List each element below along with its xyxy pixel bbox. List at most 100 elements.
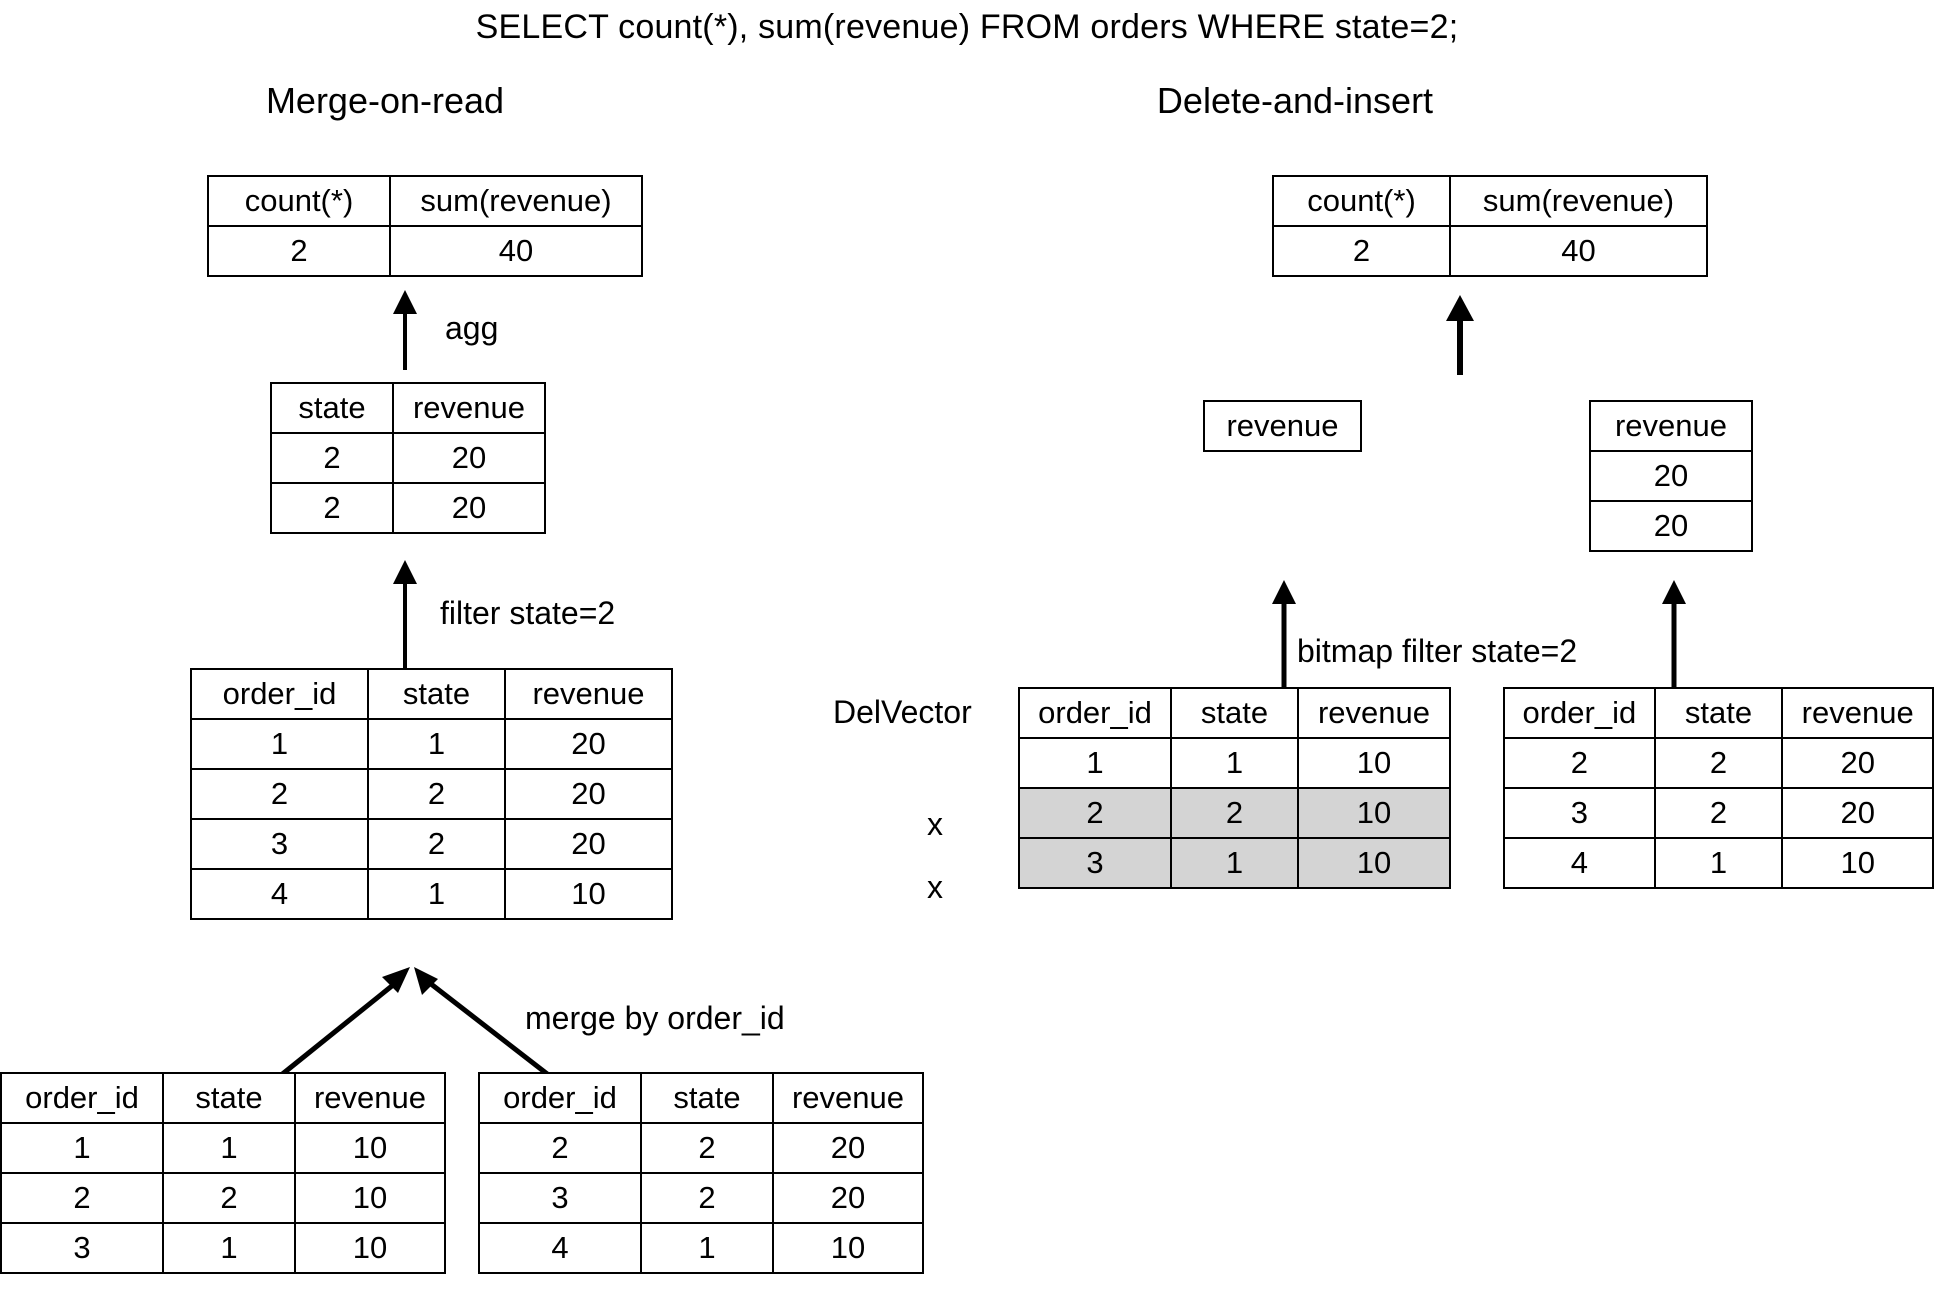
cell-state: 2 bbox=[367, 818, 506, 870]
table-row: 2 40 bbox=[1272, 225, 1708, 277]
cell-order-id: 2 bbox=[0, 1172, 164, 1224]
column-header-state: state bbox=[640, 1072, 774, 1124]
column-header-state: state bbox=[162, 1072, 296, 1124]
cell-order-id: 1 bbox=[1018, 737, 1172, 789]
table-row: 2 2 10 bbox=[0, 1172, 446, 1224]
column-header-order-id: order_id bbox=[1018, 687, 1172, 739]
cell-state: 2 bbox=[270, 432, 394, 484]
cell-state: 2 bbox=[1653, 787, 1784, 839]
cell-state: 1 bbox=[1170, 837, 1299, 889]
table-grid: order_id state revenue 2 2 20 3 2 20 4 1… bbox=[1503, 687, 1934, 889]
cell-sum-revenue-value: 40 bbox=[1449, 225, 1708, 277]
cell-order-id: 4 bbox=[478, 1222, 642, 1274]
table-header-row: count(*) sum(revenue) bbox=[1272, 175, 1708, 227]
table-row: 4 1 10 bbox=[478, 1222, 924, 1274]
table-row: 1 1 10 bbox=[0, 1122, 446, 1174]
cell-revenue: 20 bbox=[504, 718, 673, 770]
cell-state: 2 bbox=[1170, 787, 1299, 839]
cell-revenue: 10 bbox=[504, 868, 673, 920]
cell-state: 1 bbox=[1653, 837, 1784, 889]
cell-revenue: 20 bbox=[504, 768, 673, 820]
table-row: 2 2 20 bbox=[478, 1122, 924, 1174]
table-header-row: order_id state revenue bbox=[190, 668, 673, 720]
delvector-label: DelVector bbox=[833, 694, 972, 730]
cell-revenue: 20 bbox=[392, 482, 546, 534]
cell-order-id: 3 bbox=[190, 818, 369, 870]
column-header-state: state bbox=[367, 668, 506, 720]
left-base-table: order_id state revenue 1 1 10 2 2 10 3 1… bbox=[0, 1072, 446, 1274]
table-row: 2 2 20 bbox=[1503, 737, 1934, 789]
query-title: SELECT count(*), sum(revenue) FROM order… bbox=[475, 8, 1459, 46]
column-header-sum-revenue: sum(revenue) bbox=[1449, 175, 1708, 227]
table-row: 1 1 10 bbox=[1018, 737, 1451, 789]
right-insert-table: order_id state revenue 2 2 20 3 2 20 4 1… bbox=[1503, 687, 1934, 889]
right-result-table: count(*) sum(revenue) 2 40 bbox=[1272, 175, 1708, 277]
table-header-row: revenue bbox=[1589, 400, 1753, 452]
cell-state: 1 bbox=[162, 1222, 296, 1274]
table-grid: count(*) sum(revenue) 2 40 bbox=[207, 175, 643, 277]
table-row: 2 2 20 bbox=[190, 768, 673, 820]
table-grid: order_id state revenue 2 2 20 3 2 20 4 1… bbox=[478, 1072, 924, 1274]
agg-arrow bbox=[385, 290, 425, 370]
merge-label: merge by order_id bbox=[525, 1000, 785, 1036]
cell-revenue: 20 bbox=[1781, 737, 1934, 789]
table-grid: count(*) sum(revenue) 2 40 bbox=[1272, 175, 1708, 277]
cell-revenue: 10 bbox=[294, 1172, 446, 1224]
cell-sum-revenue-value: 40 bbox=[389, 225, 643, 277]
cell-revenue: 10 bbox=[294, 1122, 446, 1174]
cell-order-id: 2 bbox=[478, 1122, 642, 1174]
table-header-row: state revenue bbox=[270, 382, 546, 434]
cell-revenue: 10 bbox=[1297, 787, 1451, 839]
left-filtered-table: state revenue 2 20 2 20 bbox=[270, 382, 546, 534]
cell-state: 2 bbox=[640, 1122, 774, 1174]
column-header-order-id: order_id bbox=[478, 1072, 642, 1124]
delvector-mark-row3: x bbox=[927, 869, 943, 905]
cell-order-id: 3 bbox=[478, 1172, 642, 1224]
column-header-revenue: revenue bbox=[772, 1072, 924, 1124]
cell-revenue: 20 bbox=[1781, 787, 1934, 839]
table-row: 2 20 bbox=[270, 482, 546, 534]
cell-state: 1 bbox=[1170, 737, 1299, 789]
right-base-table: order_id state revenue 1 1 10 2 2 10 3 1… bbox=[1018, 687, 1451, 889]
table-row: 20 bbox=[1589, 450, 1753, 502]
table-grid: order_id state revenue 1 1 10 2 2 10 3 1… bbox=[0, 1072, 446, 1274]
column-header-revenue: revenue bbox=[1781, 687, 1934, 739]
cell-state: 1 bbox=[367, 868, 506, 920]
cell-revenue: 20 bbox=[1589, 450, 1753, 502]
cell-order-id: 2 bbox=[1503, 737, 1656, 789]
filter-label: filter state=2 bbox=[440, 595, 616, 631]
cell-state: 2 bbox=[1653, 737, 1784, 789]
cell-state: 1 bbox=[162, 1122, 296, 1174]
cell-revenue: 10 bbox=[1781, 837, 1934, 889]
table-grid: state revenue 2 20 2 20 bbox=[270, 382, 546, 534]
table-row-deleted: 2 2 10 bbox=[1018, 787, 1451, 839]
cell-revenue: 20 bbox=[392, 432, 546, 484]
cell-state: 2 bbox=[367, 768, 506, 820]
table-row: 2 40 bbox=[207, 225, 643, 277]
column-header-count: count(*) bbox=[1272, 175, 1451, 227]
table-row: 4 1 10 bbox=[1503, 837, 1934, 889]
agg-label: agg bbox=[445, 310, 499, 346]
cell-revenue: 20 bbox=[772, 1122, 924, 1174]
cell-order-id: 3 bbox=[1503, 787, 1656, 839]
table-row: 4 1 10 bbox=[190, 868, 673, 920]
table-header-row: order_id state revenue bbox=[0, 1072, 446, 1124]
delvector-mark-row2: x bbox=[927, 806, 943, 842]
table-header-row: order_id state revenue bbox=[478, 1072, 924, 1124]
column-header-state: state bbox=[1170, 687, 1299, 739]
column-header-state: state bbox=[1653, 687, 1784, 739]
cell-order-id: 3 bbox=[1018, 837, 1172, 889]
cell-revenue: 20 bbox=[1589, 500, 1753, 552]
right-result-arrow bbox=[1440, 295, 1480, 375]
cell-order-id: 4 bbox=[190, 868, 369, 920]
table-row: 2 20 bbox=[270, 432, 546, 484]
column-header-revenue: revenue bbox=[504, 668, 673, 720]
cell-count-value: 2 bbox=[207, 225, 391, 277]
cell-order-id: 3 bbox=[0, 1222, 164, 1274]
table-row: 3 2 20 bbox=[478, 1172, 924, 1224]
column-header-revenue: revenue bbox=[1203, 400, 1362, 452]
left-merged-table: order_id state revenue 1 1 20 2 2 20 3 2… bbox=[190, 668, 673, 920]
cell-revenue: 20 bbox=[504, 818, 673, 870]
table-row-deleted: 3 1 10 bbox=[1018, 837, 1451, 889]
